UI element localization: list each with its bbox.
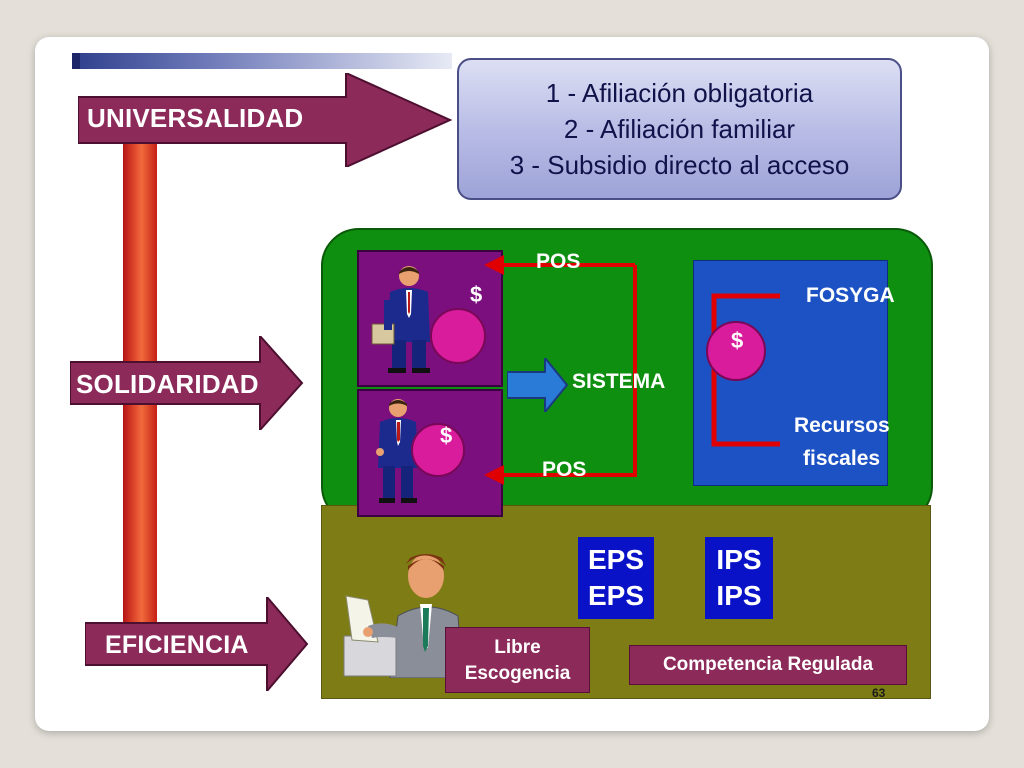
businessman-icon <box>376 399 418 503</box>
eps-line-2: EPS <box>587 580 645 611</box>
ips-box: IPS IPS <box>705 537 773 619</box>
libre-escogencia-box: Libre Escogencia <box>445 627 590 693</box>
coin-icon-bottom <box>411 423 465 477</box>
info-line-3: 3 - Subsidio directo al acceso <box>509 150 850 180</box>
ips-line-2: IPS <box>716 580 762 611</box>
sistema-label: SISTEMA <box>572 370 666 393</box>
dollar-sign-bottom: $ <box>440 423 453 448</box>
sistema-arrow-icon <box>507 358 569 412</box>
title-bar-decoration <box>72 53 452 69</box>
fiscales-label: fiscales <box>803 447 881 470</box>
solidaridad-arrow: SOLIDARIDAD <box>70 336 306 430</box>
universalidad-label: UNIVERSALIDAD <box>87 103 304 133</box>
universalidad-arrow-shape <box>78 73 453 167</box>
info-line-1: 1 - Afiliación obligatoria <box>545 78 814 108</box>
title-bar-tick <box>72 53 80 69</box>
solidaridad-label: SOLIDARIDAD <box>76 369 259 399</box>
voter-ballot-icon <box>343 554 463 678</box>
pos-label-top: POS <box>536 250 581 273</box>
dollar-sign-fosyga: $ <box>731 328 744 353</box>
fosyga-label: FOSYGA <box>806 284 895 307</box>
coin-icon-top <box>430 308 486 364</box>
libre-label: Libre <box>494 637 541 658</box>
info-line-2: 2 - Afiliación familiar <box>563 114 796 144</box>
solidaridad-arrow-shape <box>70 336 304 430</box>
escogencia-label: Escogencia <box>464 663 571 684</box>
dollar-sign-top: $ <box>470 282 483 307</box>
eficiencia-arrow: EFICIENCIA <box>85 597 310 691</box>
pos-label-bottom: POS <box>542 458 587 481</box>
businessman-with-briefcase-icon <box>371 266 430 373</box>
universalidad-arrow: UNIVERSALIDAD <box>78 73 458 167</box>
eps-line-1: EPS <box>587 544 645 575</box>
coin-icon-fosyga <box>706 321 766 381</box>
eficiencia-arrow-shape <box>85 597 309 691</box>
page-number: 63 <box>872 686 886 700</box>
afiliacion-info-box: 1 - Afiliación obligatoria 2 - Afiliació… <box>457 58 902 200</box>
competencia-regulada-box: Competencia Regulada <box>629 645 907 685</box>
ips-line-1: IPS <box>716 544 762 575</box>
pos-flow-lines <box>484 255 637 485</box>
eps-box: EPS EPS <box>578 537 654 619</box>
recursos-label: Recursos <box>794 414 890 437</box>
competencia-label: Competencia Regulada <box>662 654 874 675</box>
eficiencia-label: EFICIENCIA <box>105 631 249 659</box>
